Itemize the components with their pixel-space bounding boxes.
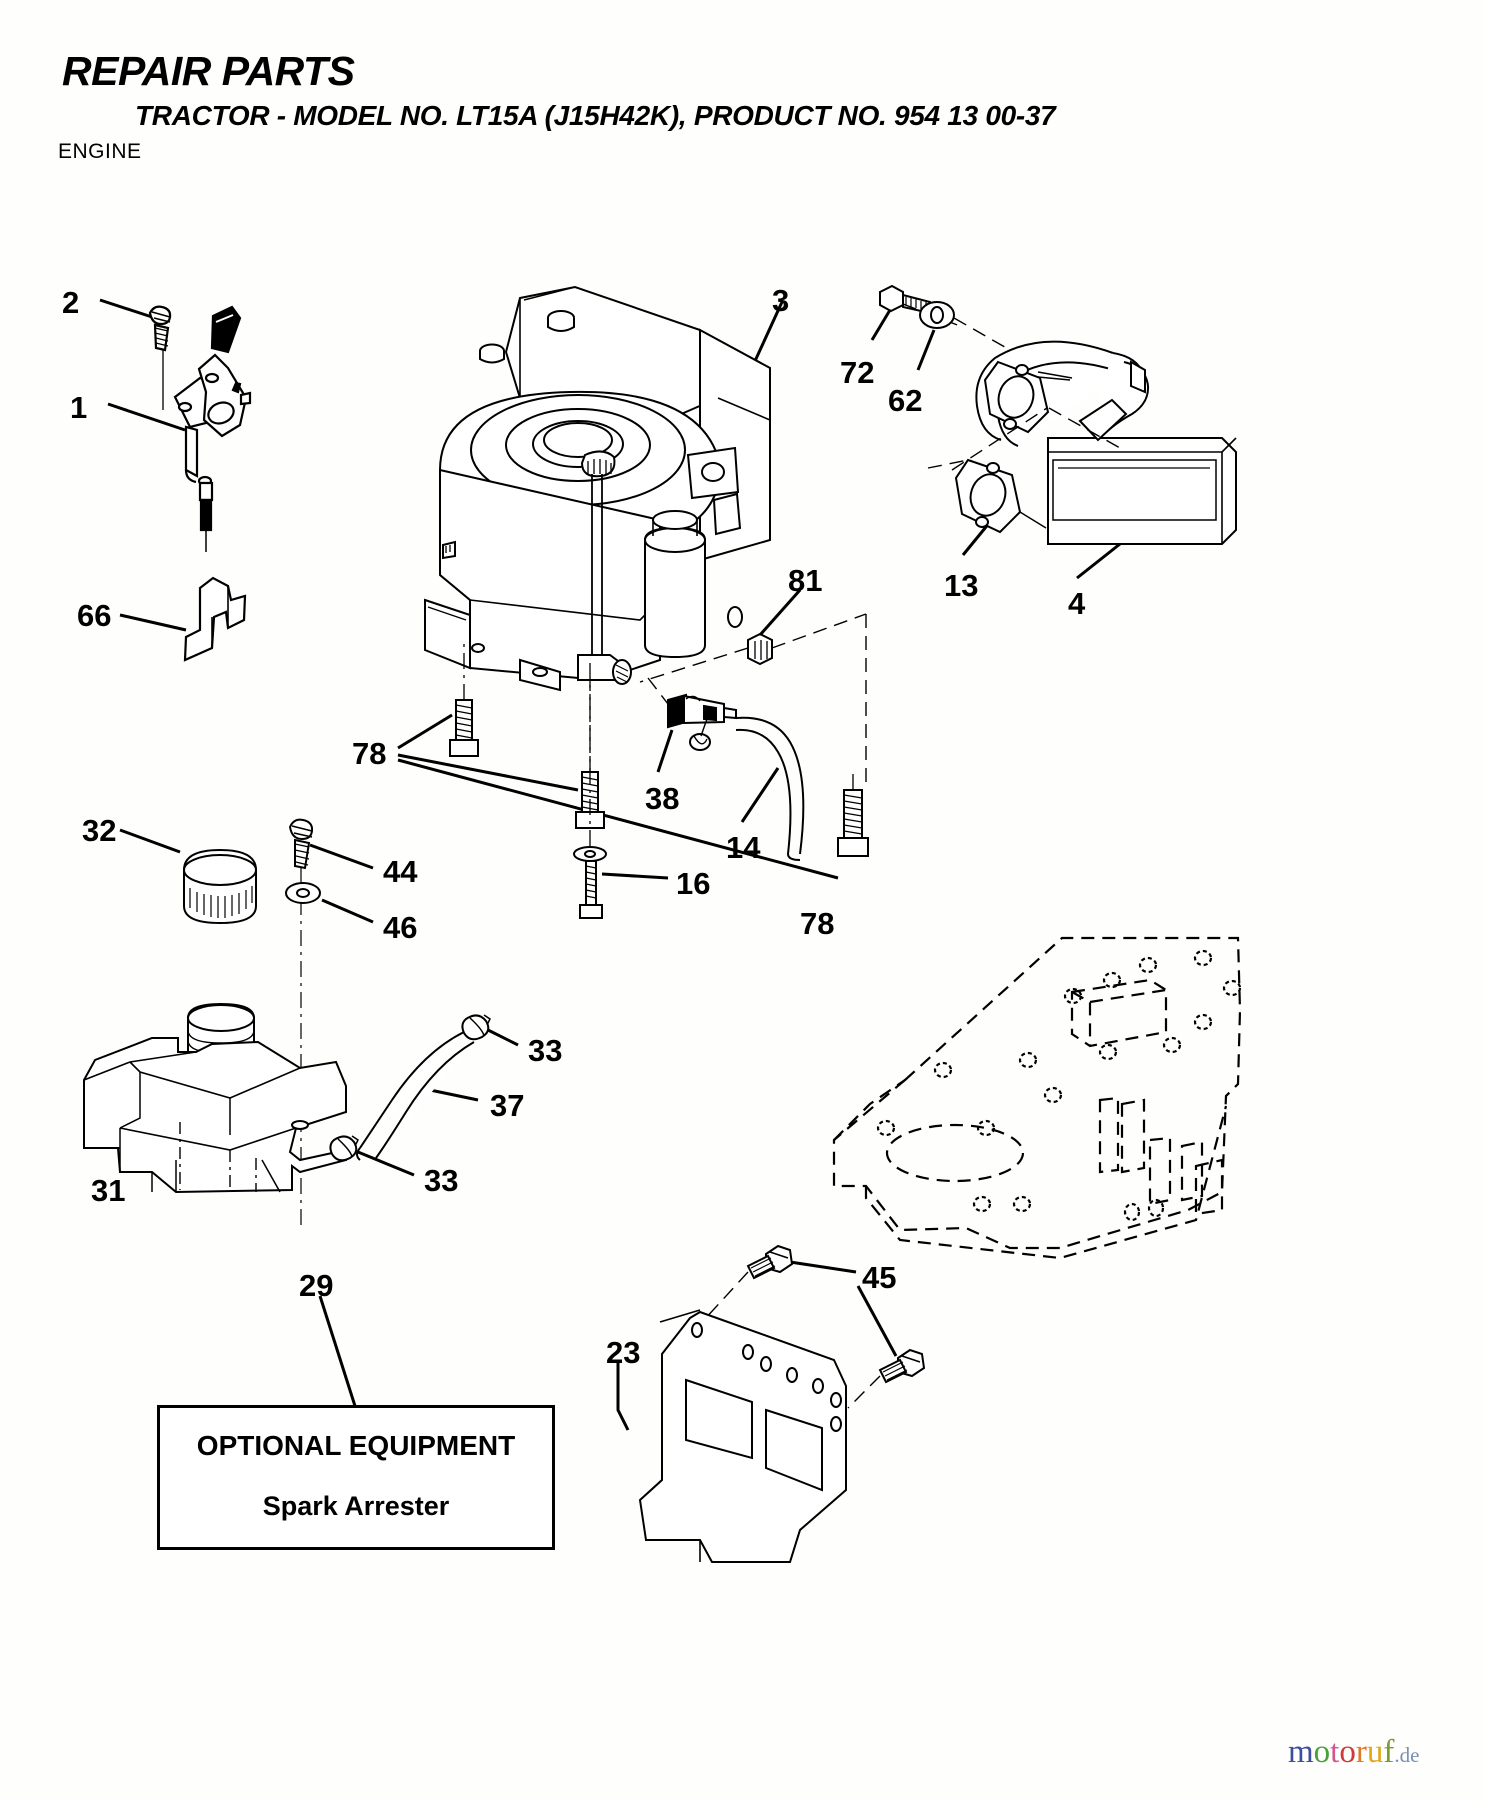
- callout-46: 46: [383, 910, 418, 945]
- part-fuel-hose-14: [735, 716, 805, 861]
- part-fuel-filter-38: [647, 677, 737, 773]
- optional-equipment-subtitle: Spark Arrester: [262, 1491, 450, 1521]
- part-fuel-cap-32: [119, 828, 257, 925]
- callout-31: 31: [91, 1173, 126, 1208]
- callout-16: 16: [676, 866, 711, 901]
- wm-letter-o2: o: [1339, 1734, 1356, 1770]
- part-clip-66: [119, 576, 247, 662]
- wm-letter-u: u: [1366, 1734, 1384, 1770]
- part-muffler: [975, 340, 1237, 580]
- part-engine-assembly: [424, 285, 784, 692]
- callout-32: 32: [82, 813, 117, 848]
- part-screws-45: [703, 1244, 926, 1409]
- callout-38: 38: [645, 781, 680, 816]
- part-heat-shield-23: [616, 1309, 847, 1563]
- part-bolts-78: [397, 640, 869, 880]
- part-washer-16: [573, 680, 669, 919]
- wm-letter-f: f: [1383, 1734, 1395, 1770]
- callout-37: 37: [490, 1088, 525, 1123]
- wm-tld: de: [1399, 1743, 1420, 1767]
- callout-33-upper: 33: [528, 1033, 563, 1068]
- part-screw-44: [288, 818, 374, 1225]
- callout-3: 3: [772, 283, 790, 318]
- callout-81: 81: [788, 563, 823, 598]
- callout-78-lower: 78: [800, 906, 835, 941]
- callout-33-lower: 33: [424, 1163, 459, 1198]
- optional-equipment-title: OPTIONAL EQUIPMENT: [196, 1430, 516, 1461]
- part-washer-46: [285, 882, 374, 924]
- callout-29: 29: [299, 1268, 334, 1303]
- part-throttle-control: [99, 298, 252, 552]
- callout-14: 14: [726, 830, 761, 865]
- watermark-motoruf: motoruf.de: [1288, 1736, 1419, 1769]
- wm-dot: .: [1394, 1743, 1400, 1767]
- wm-letter-m: m: [1288, 1734, 1314, 1770]
- part-washer-62: [916, 301, 1011, 371]
- callout-4: 4: [1068, 586, 1086, 621]
- callout-72: 72: [840, 355, 875, 390]
- callout-45: 45: [862, 1260, 897, 1295]
- model-subtitle: TRACTOR - MODEL NO. LT15A (J15H42K), PRO…: [135, 100, 1056, 131]
- wm-letter-r: r: [1355, 1734, 1367, 1770]
- callout-1: 1: [70, 390, 88, 425]
- part-clamp-33-upper: [461, 1014, 519, 1047]
- callout-44: 44: [383, 854, 418, 889]
- callout-78: 78: [352, 736, 387, 771]
- wm-letter-o1: o: [1313, 1734, 1331, 1770]
- callout-2: 2: [62, 285, 80, 320]
- callout-23: 23: [606, 1335, 641, 1370]
- part-clamp-33-lower: [329, 1135, 415, 1177]
- callout-66: 66: [77, 598, 112, 633]
- part-hose-37: [356, 1029, 479, 1161]
- wm-letter-t: t: [1330, 1734, 1340, 1770]
- callout-13: 13: [944, 568, 979, 603]
- chassis-plate-phantom: [832, 936, 1242, 1260]
- page-title: REPAIR PARTS: [62, 48, 355, 94]
- part-nut-81: [639, 589, 867, 790]
- part-gasket-13: [927, 407, 1121, 556]
- part-fuel-tank-31: [83, 1002, 347, 1194]
- section-label: ENGINE: [58, 140, 142, 163]
- leader-29: [318, 1295, 357, 1407]
- callout-62: 62: [888, 383, 923, 418]
- optional-equipment-box: OPTIONAL EQUIPMENT Spark Arrester: [157, 1405, 555, 1550]
